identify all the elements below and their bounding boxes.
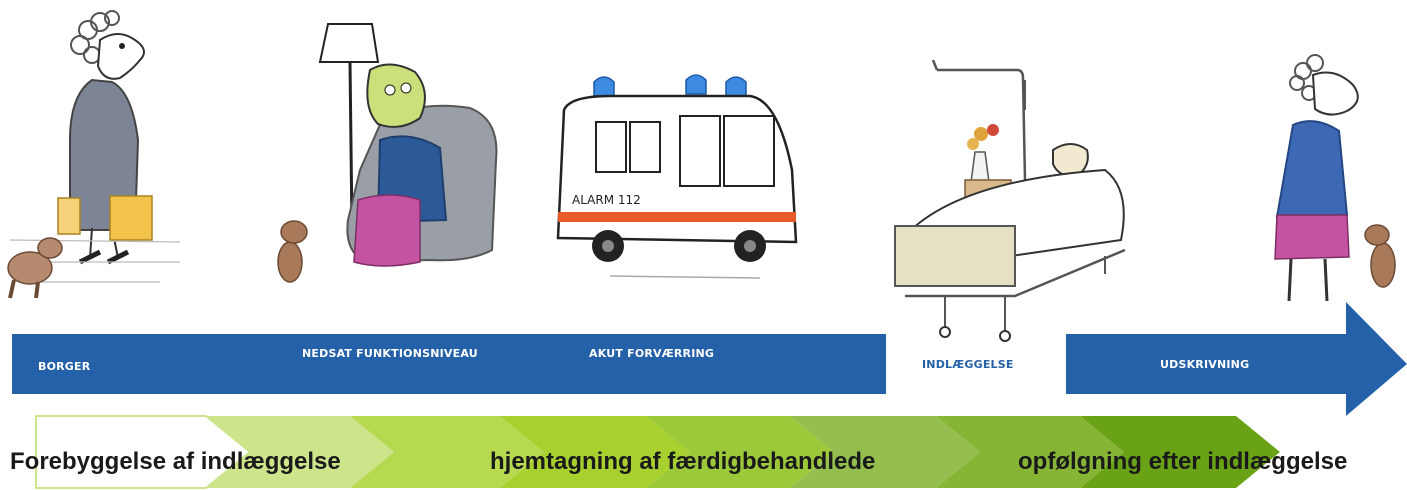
phase-label-opfoelgning: opfølgning efter indlæggelse [1018, 448, 1347, 476]
phase-label-hjemtagning: hjemtagning af færdigbehandlede [490, 448, 875, 476]
phase-label-forebyggelse: Forebyggelse af indlæggelse [10, 448, 341, 476]
